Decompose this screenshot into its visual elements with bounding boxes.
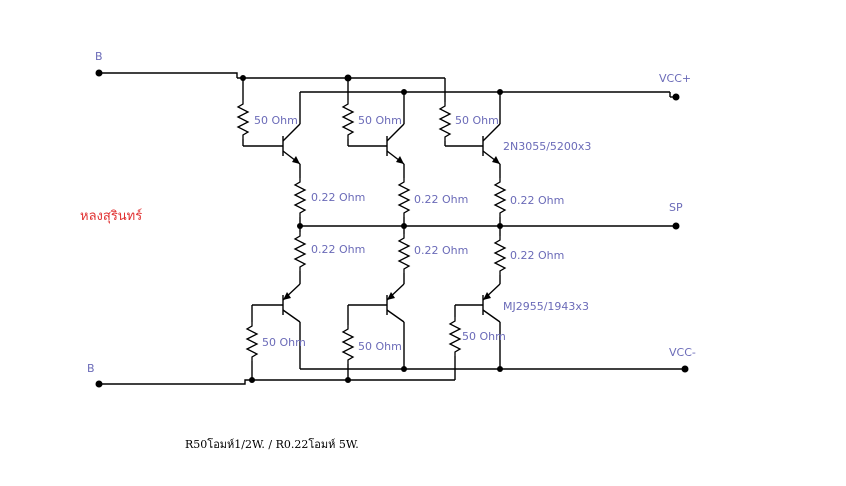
emitter-resistor-bottom-3 <box>494 235 506 276</box>
pnp-transistor-2 <box>386 283 405 323</box>
emitter-resistor-top-3 <box>494 177 506 218</box>
label-r50-1: 50 Ohm <box>254 114 298 127</box>
label-r022-1: 0.22 Ohm <box>311 191 365 204</box>
pnp-transistor-3 <box>482 283 501 323</box>
resistors <box>237 99 506 365</box>
terminal-b-bottom <box>95 380 103 388</box>
label-r50-6: 50 Ohm <box>462 330 506 343</box>
emitter-resistor-top-2 <box>398 177 410 218</box>
author-label: หลงสุรินทร์ <box>80 208 142 224</box>
label-vcc-plus: VCC+ <box>659 72 691 85</box>
terminals <box>95 69 689 388</box>
bias-resistor-bottom-1 <box>246 321 258 362</box>
emitter-resistor-top-1 <box>294 177 306 218</box>
label-sp: SP <box>669 201 683 214</box>
label-r022-4: 0.22 Ohm <box>311 243 365 256</box>
bias-resistor-top-3 <box>439 101 451 142</box>
npn-transistor-1 <box>282 123 301 165</box>
junctions <box>240 74 503 383</box>
terminal-vcc-plus <box>672 93 680 101</box>
label-b-bottom: B <box>87 362 95 375</box>
footnote-ratings: R50โอมห์1/2W. / R0.22โอมห์ 5W. <box>185 437 359 451</box>
bias-resistor-top-1 <box>237 99 249 140</box>
npn-transistor-3 <box>482 123 501 165</box>
terminal-sp <box>672 222 680 230</box>
npn-transistor-2 <box>386 123 405 165</box>
bias-resistor-bottom-3 <box>449 316 461 357</box>
bias-resistor-top-2 <box>342 99 354 140</box>
label-r50-2: 50 Ohm <box>358 114 402 127</box>
emitter-resistor-bottom-2 <box>398 233 410 274</box>
bias-resistor-bottom-2 <box>342 324 354 365</box>
label-vcc-minus: VCC- <box>669 346 696 359</box>
terminal-vcc-minus <box>681 365 689 373</box>
label-npn-part: 2N3055/5200x3 <box>503 140 591 153</box>
label-b-top: B <box>95 50 103 63</box>
label-r50-4: 50 Ohm <box>262 336 306 349</box>
terminal-b-top <box>95 69 103 77</box>
label-r50-5: 50 Ohm <box>358 340 402 353</box>
label-r022-5: 0.22 Ohm <box>414 244 468 257</box>
pnp-transistor-1 <box>282 283 301 323</box>
emitter-resistor-bottom-1 <box>294 231 306 272</box>
label-r022-3: 0.22 Ohm <box>510 194 564 207</box>
label-r50-3: 50 Ohm <box>455 114 499 127</box>
label-r022-6: 0.22 Ohm <box>510 249 564 262</box>
label-r022-2: 0.22 Ohm <box>414 193 468 206</box>
label-pnp-part: MJ2955/1943x3 <box>503 300 589 313</box>
